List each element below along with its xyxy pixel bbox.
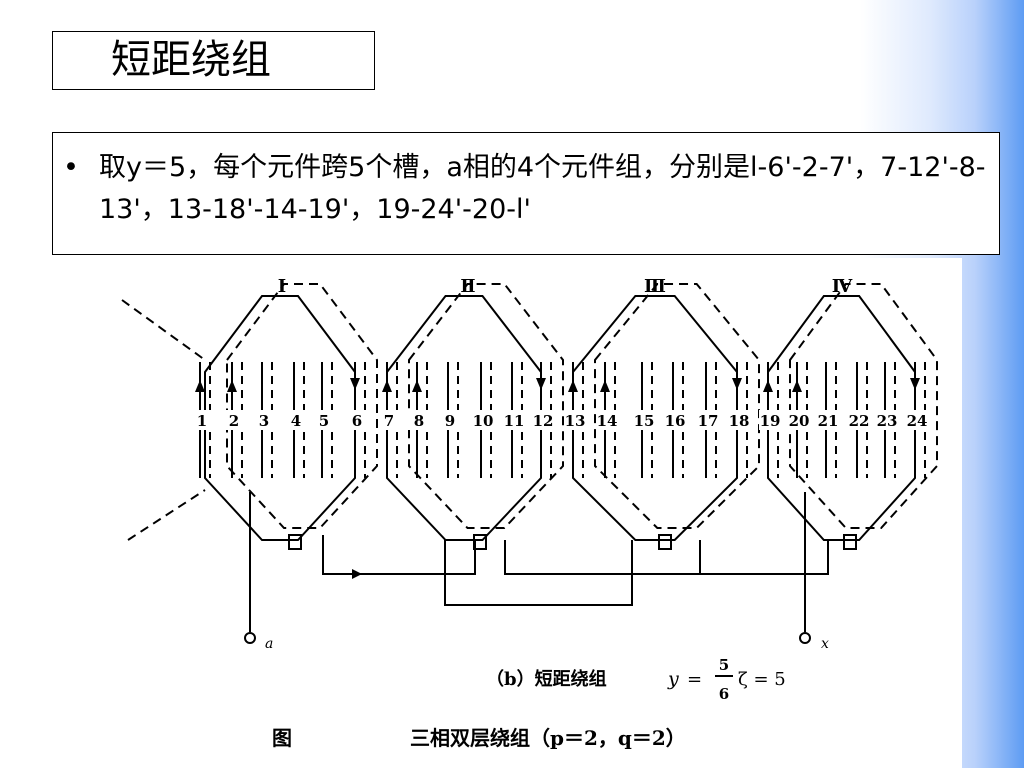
slot-number-bg-22 [848, 410, 870, 430]
bullet-marker: • [63, 152, 79, 183]
current-arrow-down-4 [910, 378, 920, 390]
slot-number-15: 15 [634, 412, 655, 430]
slot-number-bg-10 [472, 410, 494, 430]
wire-jumper-2-3 [444, 540, 633, 606]
current-arrow-up-1 [195, 380, 205, 392]
current-arrow-up-7 [763, 380, 773, 392]
slot-number-bg-4 [285, 410, 307, 430]
slot-number-bg-7 [378, 410, 400, 430]
slot-number-13: 13 [565, 412, 586, 430]
slot-number-7: 7 [384, 412, 394, 430]
coil-group-label-4: Ⅳ [832, 276, 853, 297]
slot-number-bg-14 [596, 410, 618, 430]
coil-group-label-1: Ⅰ [278, 276, 286, 297]
figure-label: 图 [272, 726, 292, 750]
coil-end-tab-1 [288, 534, 302, 550]
slot-number-bg-3 [253, 410, 275, 430]
slot-number-bg-9 [439, 410, 461, 430]
slot-number-bg-6 [346, 410, 368, 430]
slot-number-23: 23 [877, 412, 898, 430]
coil-group-label-2: Ⅱ [460, 276, 475, 297]
slot-number-5: 5 [319, 412, 329, 430]
slot-number-21: 21 [818, 412, 839, 430]
slot-number-bg-19 [759, 410, 781, 430]
caption-tail: ζ = 5 [738, 669, 786, 690]
caption-prefix: （b）短距绕组 [486, 668, 607, 690]
caption-denominator: 6 [719, 685, 729, 703]
lead-dash-lower [127, 489, 206, 541]
wire-jumper-1-2 [322, 535, 476, 575]
slot-number-22: 22 [849, 412, 870, 430]
slot-number-1: 1 [197, 412, 207, 430]
current-arrow-up-6 [600, 380, 610, 392]
slot-number-4: 4 [291, 412, 301, 430]
slot-number-3: 3 [259, 412, 269, 430]
slot-number-14: 14 [597, 412, 618, 430]
wire-jumper-2-3b [504, 540, 701, 575]
slot-number-10: 10 [473, 412, 494, 430]
current-arrow-down-3 [732, 378, 742, 390]
current-arrow-up-2 [227, 380, 237, 392]
terminal-x [799, 632, 811, 644]
coil-group-3-lower-layer [594, 283, 760, 529]
figure-title: 三相双层绕组（p＝2，q＝2） [410, 726, 686, 750]
slot-number-9: 9 [445, 412, 455, 430]
slot-number-bg-20 [788, 410, 810, 430]
caption-y: y [667, 668, 679, 690]
slot-number-8: 8 [414, 412, 424, 430]
slot-number-bg-21 [817, 410, 839, 430]
slot-number-11: 11 [504, 412, 525, 430]
coil-group-2-lower-layer [408, 283, 564, 529]
current-arrow-up-8 [792, 380, 802, 392]
terminal-a [244, 632, 256, 644]
coil-end-tab-3 [658, 534, 672, 550]
coil-group-1-lower-layer [226, 283, 378, 529]
bullet-text: 取y＝5，每个元件跨5个槽，a相的4个元件组，分别是l-6'-2-7'，7-12… [99, 152, 986, 225]
slide-title: 短距绕组 [52, 31, 375, 90]
slot-number-bg-18 [728, 410, 750, 430]
slot-number-2: 2 [229, 412, 239, 430]
slot-number-bg-15 [633, 410, 655, 430]
slot-number-bg-24 [906, 410, 928, 430]
slot-number-6: 6 [352, 412, 362, 430]
slot-number-20: 20 [789, 412, 810, 430]
slot-number-bg-12 [532, 410, 554, 430]
terminal-x-label: x [821, 636, 829, 652]
slot-number-19: 19 [760, 412, 781, 430]
slide-title-text: 短距绕组 [111, 37, 271, 83]
current-arrow-down-2 [536, 378, 546, 390]
slot-number-bg-23 [876, 410, 898, 430]
terminal-a-label: a [265, 636, 273, 652]
slot-number-bg-8 [408, 410, 430, 430]
coil-end-tab-2 [473, 534, 487, 550]
coil-group-4-lower-layer [789, 283, 938, 529]
slot-number-17: 17 [698, 412, 719, 430]
slot-number-24: 24 [907, 412, 928, 430]
bullet-text-box: • 取y＝5，每个元件跨5个槽，a相的4个元件组，分别是l-6'-2-7'，7-… [52, 132, 1000, 255]
slot-number-12: 12 [533, 412, 554, 430]
current-arrow-up-4 [412, 380, 422, 392]
coil-group-label-3: Ⅲ [644, 276, 666, 297]
slot-number-bg-17 [697, 410, 719, 430]
slot-number-bg-16 [664, 410, 686, 430]
slot-number-18: 18 [729, 412, 750, 430]
jumper-arrow [352, 569, 362, 579]
lead-dash-upper [121, 299, 206, 361]
wire-jumper-3-4 [690, 540, 829, 575]
caption-numerator: 5 [719, 656, 729, 674]
slot-number-bg-13 [564, 410, 586, 430]
slot-number-bg-2 [223, 410, 245, 430]
slot-number-bg-5 [313, 410, 335, 430]
slot-number-16: 16 [665, 412, 686, 430]
current-arrow-down-1 [350, 378, 360, 390]
current-arrow-up-3 [382, 380, 392, 392]
slot-number-bg-1 [191, 410, 213, 430]
current-arrow-up-5 [568, 380, 578, 392]
slot-number-bg-11 [503, 410, 525, 430]
coil-end-tab-4 [843, 534, 857, 550]
caption-eq: = [687, 669, 702, 690]
